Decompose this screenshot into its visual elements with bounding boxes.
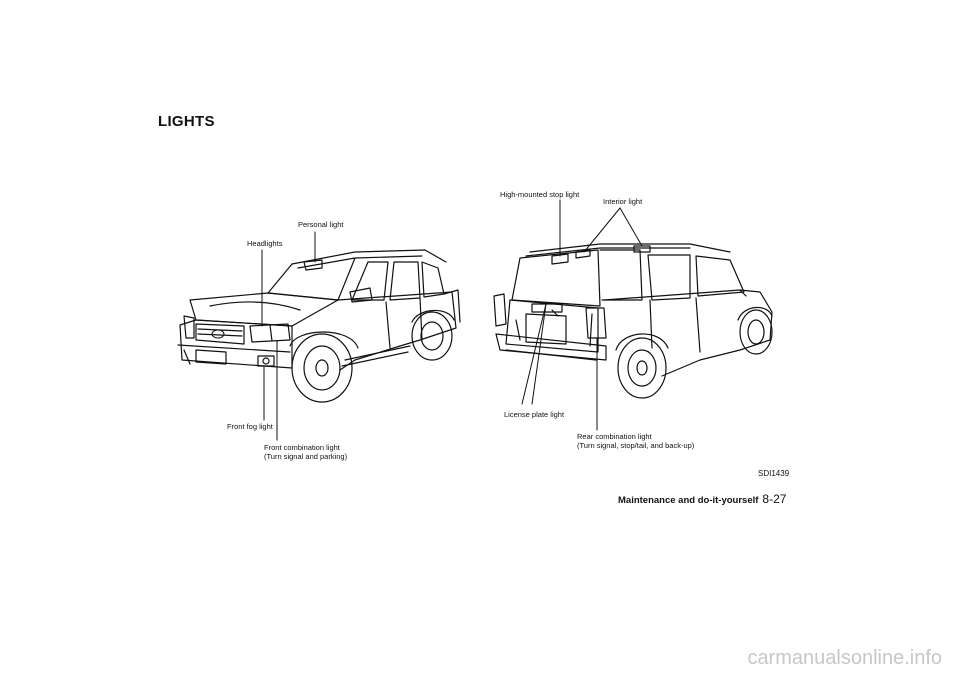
front-vehicle-illustration	[177, 249, 461, 403]
footer-page-number: 8-27	[762, 492, 787, 506]
watermark: carmanualsonline.info	[747, 647, 942, 669]
figure-code: SDI1439	[758, 469, 790, 478]
front-combination-light-label: Front combination light	[264, 443, 340, 452]
front-fog-light-label: Front fog light	[227, 422, 273, 431]
front-combination-light-note: (Turn signal and parking)	[264, 452, 348, 461]
rear-vehicle-illustration	[493, 243, 773, 399]
rear-leader-lines	[521, 199, 643, 431]
rear-combination-light-label: Rear combination light	[577, 432, 652, 441]
headlights-label: Headlights	[247, 239, 283, 248]
personal-light-label: Personal light	[298, 220, 344, 229]
high-mounted-stop-light-label: High-mounted stop light	[500, 190, 580, 199]
rear-combination-light-note: (Turn signal, stop/tail, and back-up)	[577, 441, 695, 450]
license-plate-light-label: License plate light	[504, 410, 565, 419]
interior-light-label: Interior light	[603, 197, 643, 206]
page-title: LIGHTS	[158, 113, 215, 130]
front-leader-lines	[261, 231, 316, 441]
footer-section: Maintenance and do-it-yourself	[618, 495, 759, 506]
